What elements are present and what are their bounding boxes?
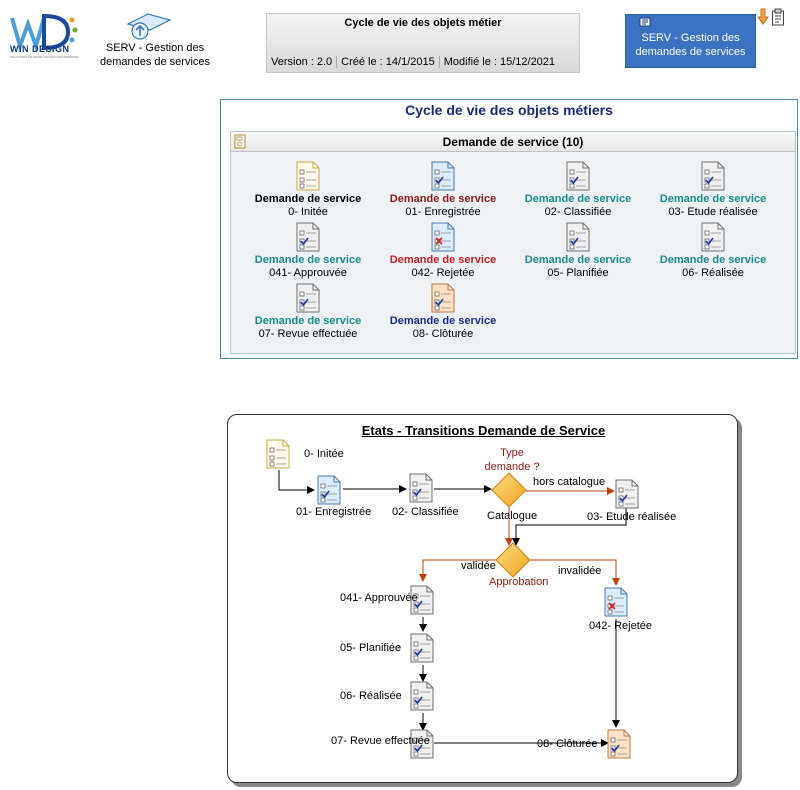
state-name: 042- Rejetée [411, 267, 475, 279]
business-object-title: Demande de service (10) [442, 135, 584, 149]
object-name: Demande de service [659, 193, 767, 205]
state-icon-etude[interactable] [615, 479, 639, 509]
object-name: Demande de service [659, 254, 767, 266]
project-name[interactable]: SERV - Gestion des demandes de services [99, 42, 211, 68]
state-label-planifiee: 05- Planifiée [340, 642, 402, 654]
document-icon [648, 222, 778, 252]
transition-etude-approbation [512, 507, 627, 546]
state-icon-cloturee[interactable] [607, 729, 631, 759]
download-arrow-icon[interactable] [756, 8, 770, 26]
panel-title: Cycle de vie des objets métiers [405, 102, 613, 118]
object-name: Demande de service [254, 193, 362, 205]
transition-initee-enregistree [278, 470, 315, 494]
created-date: Créé le : 14/1/2015 [337, 56, 440, 68]
state-label-realisee: 06- Réalisée [340, 690, 402, 702]
document-icon [513, 161, 643, 191]
state-label-cloturee: 08- Clôturée [537, 738, 598, 750]
transition-label-invalidee: invalidée [558, 565, 602, 577]
document-icon [243, 283, 373, 313]
document-icon [513, 222, 643, 252]
state-transition-diagram: Etats - Transitions Demande de Service 0… [227, 414, 738, 783]
state-icon-initee[interactable] [266, 439, 290, 469]
document-icon [378, 283, 508, 313]
state-icon-enregistree[interactable] [317, 475, 341, 505]
decision-type [491, 472, 527, 508]
state-label-initee: 0- Initée [304, 448, 344, 460]
diagram-canvas [266, 439, 639, 759]
transition-label-hors-catalogue: hors catalogue [533, 476, 606, 488]
object-name: Demande de service [254, 254, 362, 266]
state-name: 041- Approuvée [269, 267, 347, 279]
transition-label-catalogue: Catalogue [487, 510, 538, 522]
logo-text: WIN DESIGN [10, 44, 70, 54]
document-icon [378, 161, 508, 191]
modified-date: Modifié le : 15/12/2021 [443, 56, 556, 68]
windesign-logo [10, 13, 78, 53]
state-icon-classifiee[interactable] [409, 473, 433, 503]
transition-invalidee [528, 559, 620, 586]
document-title: Cycle de vie des objets métier [344, 17, 502, 29]
object-name: Demande de service [389, 193, 497, 205]
state-label-classifiee: 02- Classifiée [392, 506, 459, 518]
decision-label-type: Type demande ? [484, 447, 540, 473]
document-metadata: Version : 2.0 Créé le : 14/1/2015 Modifi… [267, 56, 559, 68]
state-label-revue: 07- Revue effectuée [331, 735, 430, 747]
logo-subtext: SOLUTIONS DE MODELISATION D'ENTREPRISE [10, 55, 79, 59]
version: Version : 2.0 [267, 56, 338, 68]
object-name: Demande de service [524, 254, 632, 266]
business-object-header: Demande de service (10) [231, 132, 795, 152]
project-icon[interactable] [124, 10, 174, 42]
state-name: 06- Réalisée [682, 267, 744, 279]
object-name: Demande de service [254, 315, 362, 327]
document-icon [243, 222, 373, 252]
state-name: 01- Enregistrée [405, 206, 481, 218]
state-name: 07- Revue effectuée [258, 328, 358, 340]
document-icon [378, 222, 508, 252]
state-name: 08- Clôturée [412, 328, 474, 340]
object-name: Demande de service [389, 315, 497, 327]
state-label-etude: 03- Etude réalisée [587, 511, 677, 523]
decision-approbation [495, 542, 531, 578]
transition-validee [419, 559, 498, 582]
state-name: 02- Classifiée [544, 206, 612, 218]
object-name: Demande de service [524, 193, 632, 205]
diagram-title: Etats - Transitions Demande de Service [361, 423, 606, 438]
transition-label-validee: validée [461, 560, 496, 572]
decision-label-approbation: Approbation [489, 576, 549, 588]
state-label-enregistree: 01- Enregistrée [296, 506, 372, 518]
state-icon-approuvee[interactable] [410, 585, 434, 615]
document-title-box: Cycle de vie des objets métier Version :… [266, 13, 580, 73]
state-icon-revue[interactable] [410, 729, 434, 759]
clipboard-icon[interactable] [771, 8, 785, 26]
state-name: 03- Etude réalisée [668, 206, 758, 218]
state-label-approuvee: 041- Approuvée [340, 592, 418, 604]
state-icon-realisee[interactable] [410, 681, 434, 711]
state-icon-planifiee[interactable] [410, 633, 434, 663]
state-name: 0- Initée [288, 206, 328, 218]
state-name: 05- Planifiée [547, 267, 609, 279]
object-name: Demande de service [389, 254, 497, 266]
state-icon-rejetee[interactable] [604, 587, 628, 617]
state-label-rejetee: 042- Rejetée [589, 620, 652, 632]
document-icon [648, 161, 778, 191]
lifecycle-panel: Cycle de vie des objets métiers Demande … [220, 99, 798, 359]
document-icon [243, 161, 373, 191]
flag-icon [639, 17, 651, 27]
business-object-box: Demande de service (10) Demande de servi… [230, 131, 796, 354]
object-icon [234, 134, 246, 149]
